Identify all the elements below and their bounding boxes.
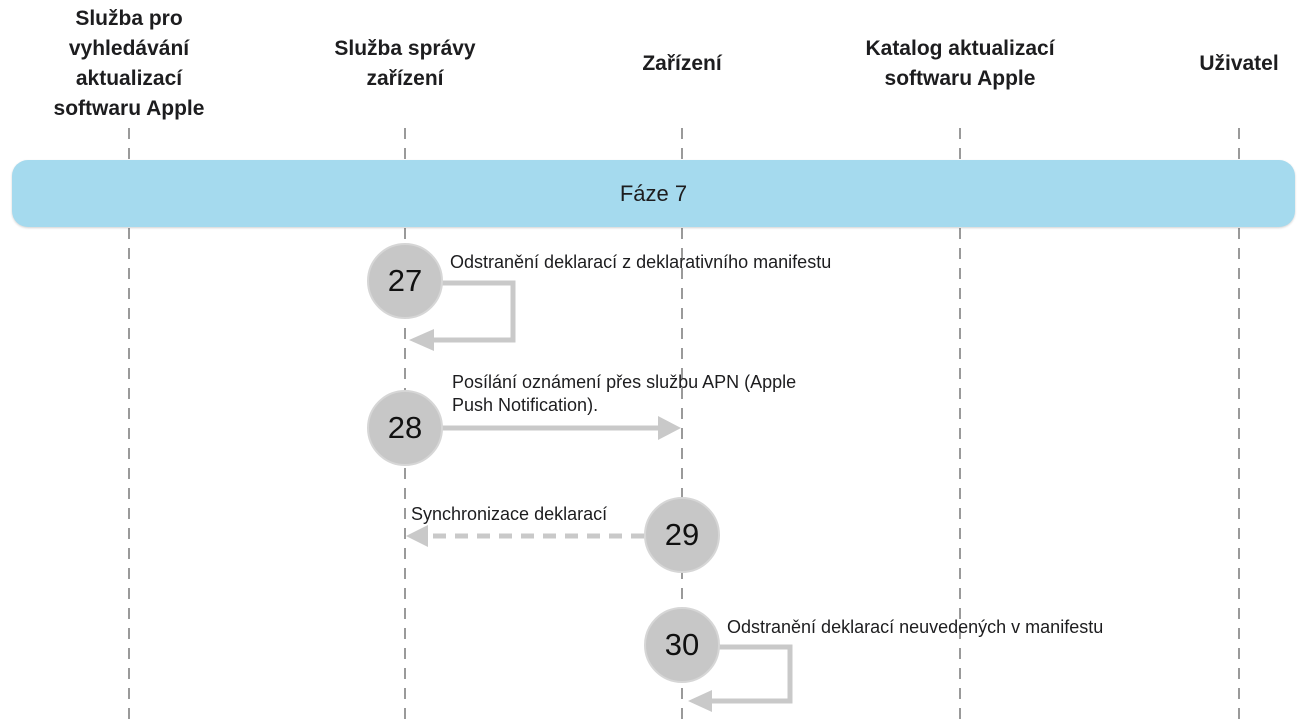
lane-header-update-catalog: Katalog aktualizací softwaru Apple xyxy=(865,37,1055,90)
self-loop-arrow-30 xyxy=(682,644,793,704)
lane-header-user: Uživatel xyxy=(1199,52,1279,75)
arrowhead-28 xyxy=(658,416,681,440)
step-label-28: Posílání oznámení přes službu APN (Apple… xyxy=(452,372,797,415)
step-number-27: 27 xyxy=(387,263,423,298)
step-number-28: 28 xyxy=(387,410,423,445)
phase-banner-label: Fáze 7 xyxy=(619,180,688,206)
step-circle-30: 30 xyxy=(644,607,720,683)
arrowhead-29 xyxy=(406,525,428,547)
lane-header-device-management-service: Služba správy zařízení xyxy=(334,37,476,90)
step-circle-27: 27 xyxy=(367,243,443,319)
step-label-27: Odstranění deklarací z deklarativního ma… xyxy=(450,252,832,272)
arrowhead-30 xyxy=(688,690,712,712)
lane-header-update-lookup-service: Služba pro vyhledávání aktualizací softw… xyxy=(53,7,205,120)
self-loop-arrow-27 xyxy=(405,280,516,343)
step-label-30: Odstranění deklarací neuvedených v manif… xyxy=(727,617,1104,637)
arrowhead-27 xyxy=(409,329,434,351)
step-circle-29: 29 xyxy=(644,497,720,573)
step-number-29: 29 xyxy=(664,517,700,552)
step-circle-28: 28 xyxy=(367,390,443,466)
step-number-30: 30 xyxy=(664,627,700,662)
phase-banner: Fáze 7 xyxy=(12,160,1295,227)
lane-header-device: Zařízení xyxy=(642,52,722,75)
step-label-29: Synchronizace deklarací xyxy=(411,504,608,524)
